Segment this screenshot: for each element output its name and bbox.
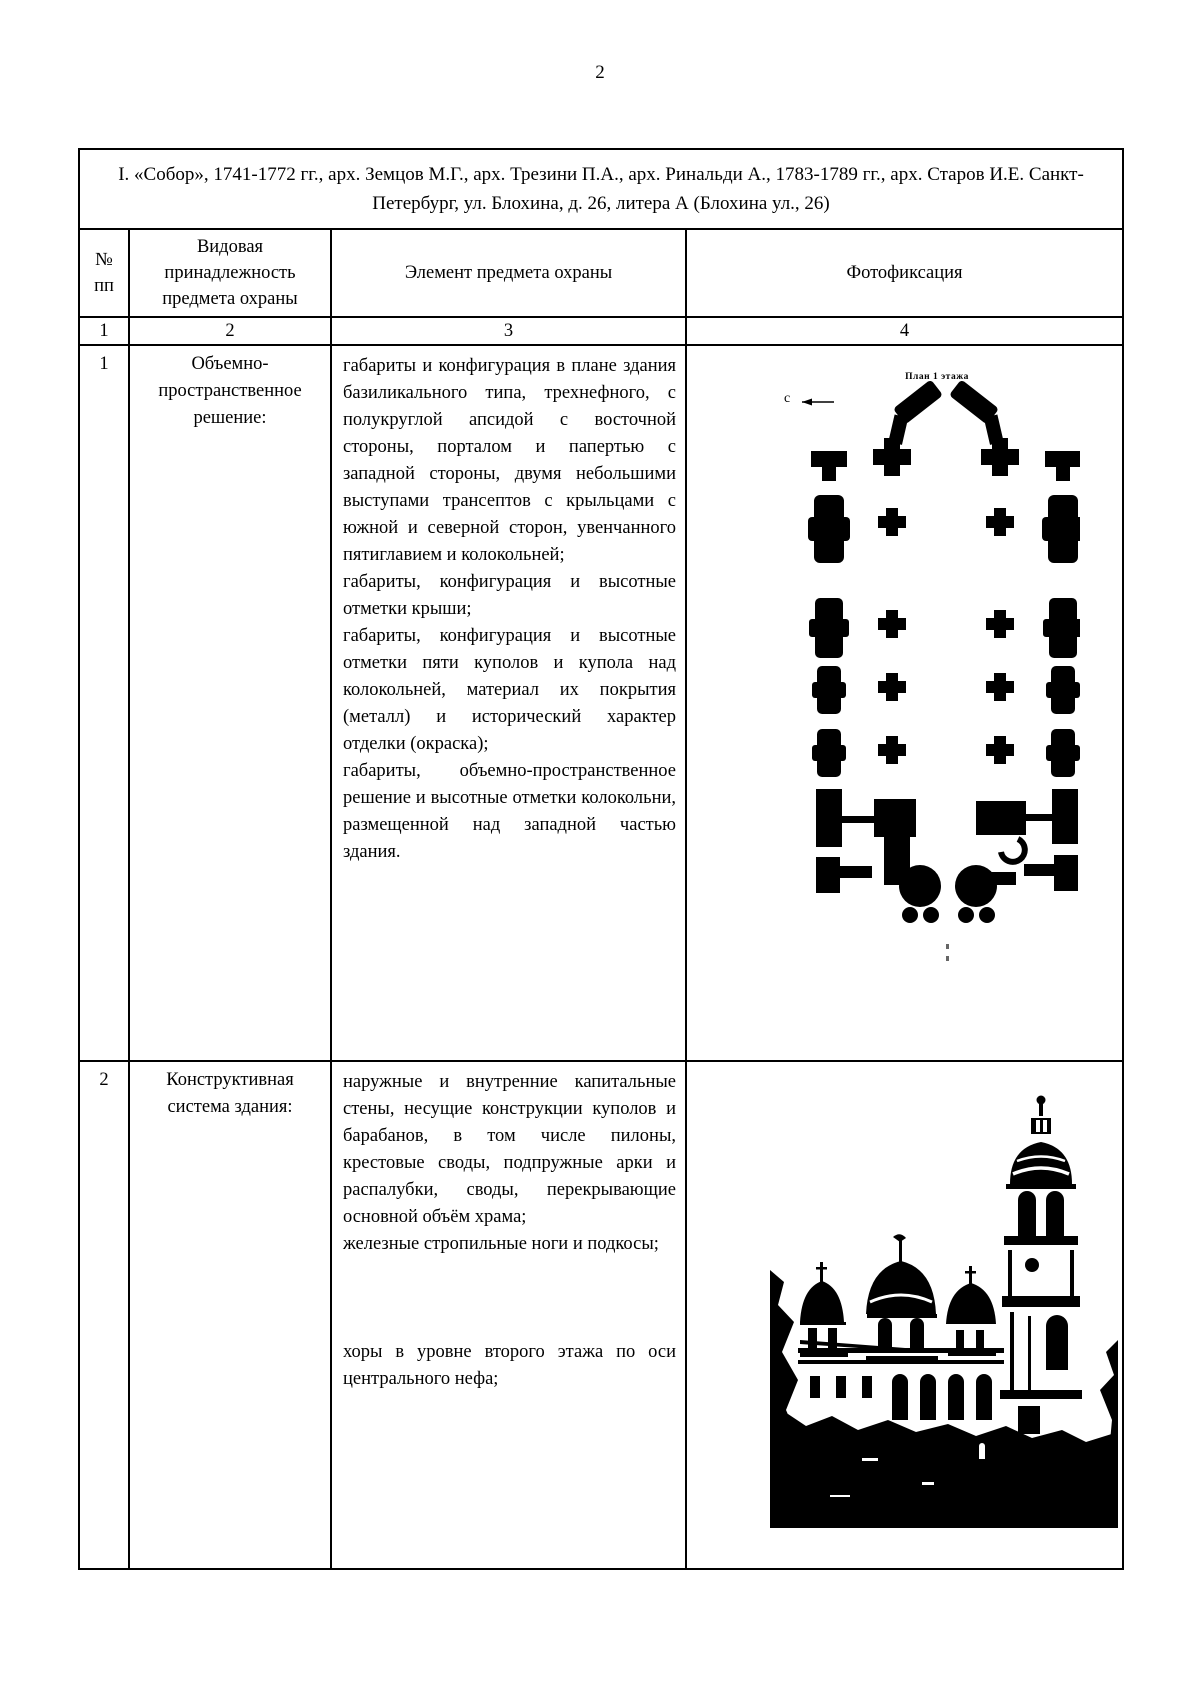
column-number-4: 4 [684, 316, 1125, 346]
element-paragraph: наружные и внутренние капитальные стены,… [343, 1072, 676, 1227]
cathedral-photo-drawing [770, 1095, 1118, 1528]
col-header-photo: Фотофиксация [684, 228, 1125, 318]
floor-plan-image: План 1 этажа с [780, 352, 1080, 977]
row-category: Конструктивная система здания: [128, 1060, 332, 1570]
row-elements: габариты и конфигурация в плане здания б… [330, 344, 687, 1062]
photo-cell [684, 1060, 1125, 1570]
col-header-type: Видовая принадлежность предмета охраны [128, 228, 332, 318]
element-paragraph: габариты и конфигурация в плане здания б… [343, 356, 676, 565]
protection-subject-table: I. «Собор», 1741-1772 гг., арх. Земцов М… [77, 148, 1125, 1570]
north-compass-label: с [784, 391, 791, 406]
element-paragraph: габариты, конфигурация и высотные отметк… [343, 572, 676, 619]
page-number: 2 [595, 62, 605, 83]
row-elements: наружные и внутренние капитальные стены,… [330, 1060, 687, 1570]
plan-title-label: План 1 этажа [905, 372, 969, 382]
row-category: Объемно-пространственное решение: [128, 344, 332, 1062]
photo-cell: План 1 этажа с [684, 344, 1125, 1062]
cathedral-photo [770, 1090, 1118, 1528]
element-paragraph: хоры в уровне второго этажа по оси центр… [343, 1342, 676, 1389]
column-number-1: 1 [78, 316, 130, 346]
row-number: 1 [78, 344, 130, 1062]
column-number-3: 3 [330, 316, 687, 346]
table-row: 1 Объемно-пространственное решение: габа… [78, 344, 1125, 1062]
element-paragraph: железные стропильные ноги и подкосы; [343, 1234, 659, 1254]
floor-plan-drawing [802, 380, 1080, 961]
table-row: 2 Конструктивная система здания: наружны… [78, 1060, 1125, 1570]
col-header-no: № пп [78, 228, 130, 318]
element-paragraph: габариты, объемно-пространственное решен… [343, 761, 676, 862]
table-title: I. «Собор», 1741-1772 гг., арх. Земцов М… [77, 148, 1125, 230]
element-paragraph: габариты, конфигурация и высотные отметк… [343, 626, 676, 754]
column-number-2: 2 [128, 316, 332, 346]
col-header-element: Элемент предмета охраны [330, 228, 687, 318]
row-number: 2 [78, 1060, 130, 1570]
